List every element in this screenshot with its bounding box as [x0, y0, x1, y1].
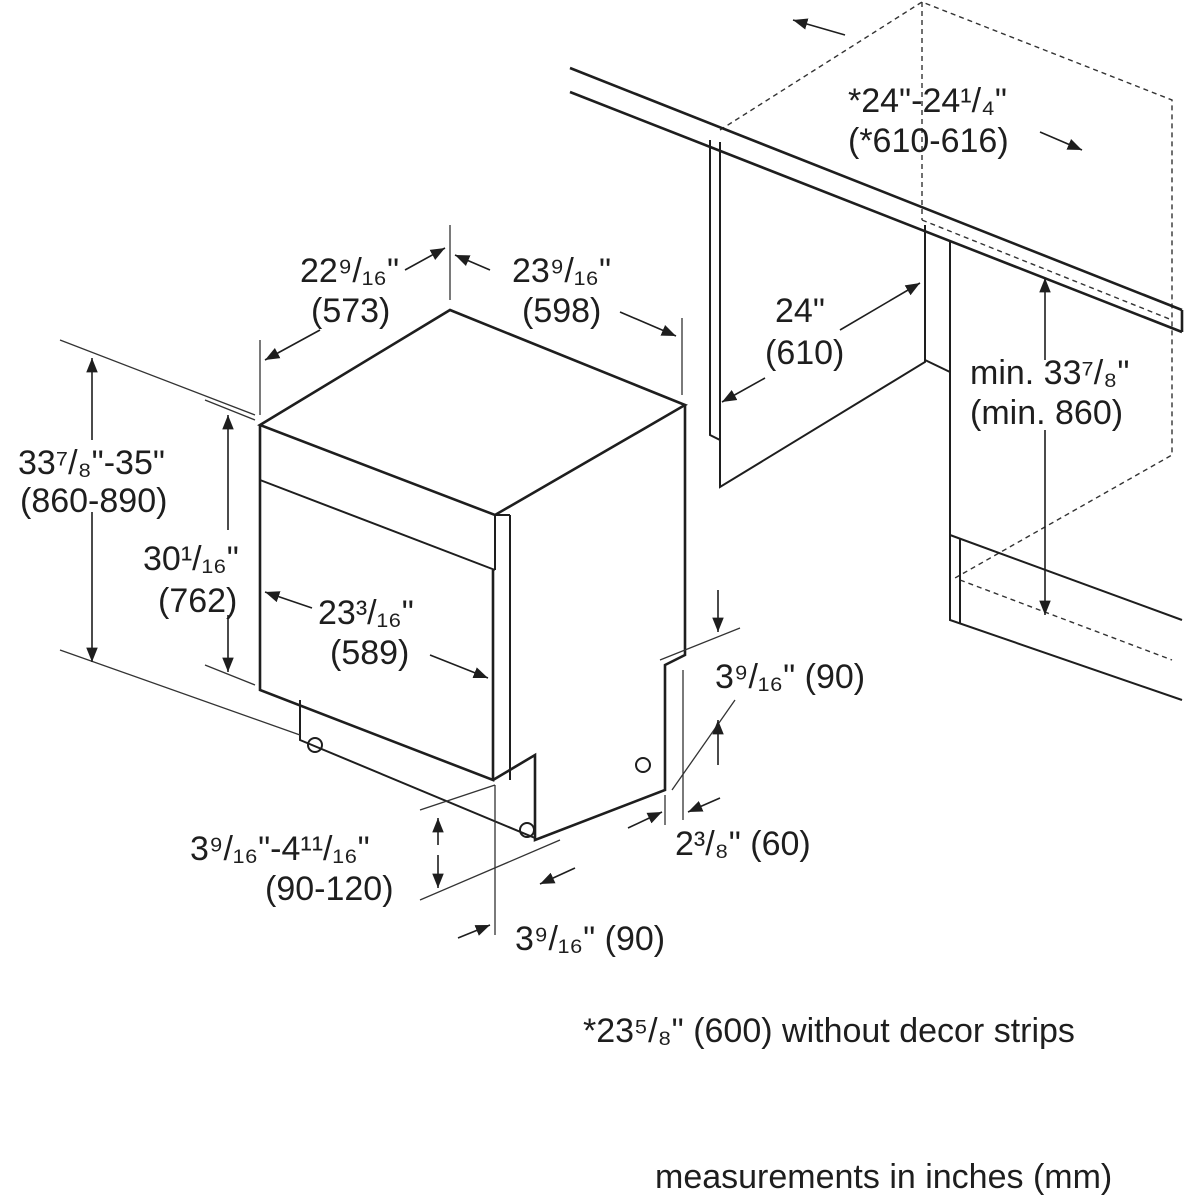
- dishwasher-body: [257, 308, 688, 842]
- door-height-mm-label: (762): [158, 582, 237, 620]
- total-height-mm-label: (860-890): [20, 482, 167, 520]
- cabinet-depth-mm-label: (610): [765, 334, 844, 372]
- cabinet-depth-inch-label: 24": [775, 292, 825, 330]
- door-width-mm-label: (589): [330, 634, 409, 672]
- depth-inch-label: 22⁹/₁₆": [300, 252, 399, 290]
- width-mm-label: (598): [522, 292, 601, 330]
- width-inch-label: 23⁹/₁₆": [512, 252, 611, 290]
- side-recess-depth-label: 2³/₈" (60): [675, 825, 811, 863]
- total-height-inch-label: 33⁷/₈"-35": [18, 444, 165, 482]
- door-height-inch-label: 30¹/₁₆": [143, 540, 239, 578]
- plinth-depth-label: 3⁹/₁₆" (90): [515, 920, 665, 958]
- plinth-height-mm-label: (90-120): [265, 870, 394, 908]
- opening-width-inch-label: *24"-24¹/₄": [848, 82, 1007, 120]
- foot-icon: [519, 822, 535, 838]
- min-height-inch-label: min. 33⁷/₈": [970, 354, 1129, 392]
- opening-width-mm-label: (*610-616): [848, 122, 1009, 160]
- footnote: *23⁵/₈" (600) without decor strips: [583, 1012, 1075, 1050]
- foot-icon: [307, 737, 323, 753]
- dimension-lines: [59, 18, 1083, 939]
- depth-mm-label: (573): [311, 292, 390, 330]
- cabinet-niche: [569, 1, 1184, 701]
- foot-icon: [635, 757, 651, 773]
- min-height-mm-label: (min. 860): [970, 394, 1123, 432]
- plinth-height-inch-label: 3⁹/₁₆"-4¹¹/₁₆": [190, 830, 370, 868]
- side-recess-height-label: 3⁹/₁₆" (90): [715, 658, 865, 696]
- door-width-inch-label: 23³/₁₆": [318, 594, 414, 632]
- units-note: measurements in inches (mm): [655, 1158, 1112, 1196]
